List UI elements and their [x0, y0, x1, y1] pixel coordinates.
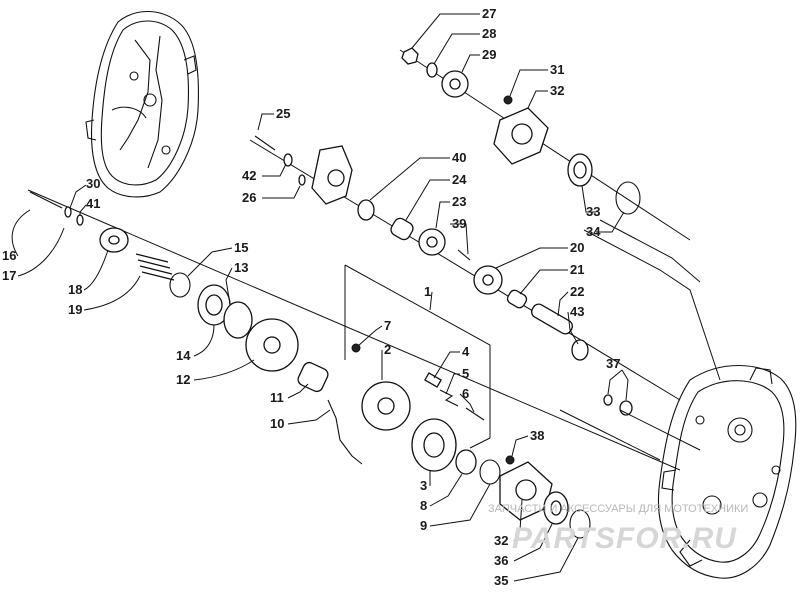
- bearing-8: [455, 449, 477, 475]
- bolt-25: [254, 135, 276, 151]
- label-22: 22: [570, 284, 584, 299]
- label-36: 36: [494, 553, 508, 568]
- label-16: 16: [2, 248, 16, 263]
- label-42: 42: [242, 168, 256, 183]
- label-23: 23: [452, 194, 466, 209]
- washer-28: [426, 62, 438, 78]
- main-shaft-assembly: [27, 189, 681, 539]
- label-27: 27: [482, 6, 496, 21]
- label-10: 10: [270, 416, 284, 431]
- ring-15: [169, 272, 191, 298]
- label-31: 31: [550, 62, 564, 77]
- bolt-16: [29, 191, 63, 209]
- label-18: 18: [68, 282, 82, 297]
- label-26: 26: [242, 190, 256, 205]
- ring-13: [223, 301, 253, 339]
- label-19: 19: [68, 302, 82, 317]
- label-1: 1: [424, 284, 431, 299]
- label-6: 6: [462, 386, 469, 401]
- label-11: 11: [270, 390, 284, 405]
- nut-38: [505, 455, 515, 465]
- label-41: 41: [86, 196, 100, 211]
- label-21: 21: [570, 262, 584, 277]
- label-3: 3: [420, 478, 427, 493]
- watermark-logo: PARTSFOR.RU: [512, 522, 737, 555]
- gear-11: [297, 361, 329, 393]
- label-34: 34: [586, 224, 601, 239]
- label-20: 20: [570, 240, 584, 255]
- snap-ring-35: [569, 509, 591, 539]
- bearing-24: [390, 217, 414, 241]
- spring-5: [439, 389, 459, 407]
- label-37: 37: [606, 356, 620, 371]
- washer-37a: [603, 394, 613, 406]
- label-9: 9: [420, 518, 427, 533]
- label-25: 25: [276, 106, 290, 121]
- bolt-31: [503, 95, 513, 105]
- assembly-lines: [559, 219, 721, 461]
- washer-9: [479, 459, 501, 485]
- label-7: 7: [384, 318, 391, 333]
- watermark-tagline: ЗАПЧАСТИ И АКСЕССУАРЫ ДЛЯ МОТОТЕХНИКИ: [488, 503, 748, 515]
- washer-30: [64, 206, 72, 218]
- pin-6: [465, 407, 485, 421]
- middle-shaft-assembly: [249, 135, 681, 401]
- label-4: 4: [462, 344, 470, 359]
- callout-labels: 27 28 29 31 32 25 42 26 40 24 23 39 33 3…: [2, 6, 620, 588]
- label-2: 2: [384, 342, 391, 357]
- spacer-40: [357, 199, 375, 221]
- chaincase-cover: [85, 11, 199, 198]
- label-32-upper: 32: [550, 83, 564, 98]
- label-15: 15: [234, 240, 248, 255]
- spacer-22: [530, 303, 574, 335]
- label-43: 43: [570, 304, 584, 319]
- label-30: 30: [86, 176, 100, 191]
- spacer-43: [571, 339, 589, 361]
- pin-39: [457, 249, 471, 261]
- label-5: 5: [462, 366, 469, 381]
- label-14: 14: [176, 348, 191, 363]
- part-4: [424, 372, 442, 388]
- nut-27: [401, 47, 419, 65]
- leader-lines: [11, 13, 629, 582]
- label-32-lower: 32: [494, 533, 508, 548]
- label-33: 33: [586, 204, 600, 219]
- chain-10: [327, 399, 363, 465]
- label-12: 12: [176, 372, 190, 387]
- label-8: 8: [420, 498, 427, 513]
- upper-shaft-assembly: [399, 47, 691, 241]
- label-40: 40: [452, 150, 466, 165]
- label-13: 13: [234, 260, 248, 275]
- label-35: 35: [494, 573, 508, 588]
- label-17: 17: [2, 268, 16, 283]
- watermark: ЗАПЧАСТИ И АКСЕССУАРЫ ДЛЯ МОТОТЕХНИКИ PA…: [488, 503, 748, 555]
- group-bracket-1: [344, 264, 491, 449]
- washer-26: [298, 174, 306, 186]
- washer-41: [76, 214, 84, 226]
- label-28: 28: [482, 26, 496, 41]
- label-29: 29: [482, 47, 496, 62]
- label-38: 38: [530, 428, 544, 443]
- snap-ring-34: [615, 181, 641, 215]
- label-39: 39: [452, 216, 466, 231]
- washer-42: [283, 153, 293, 167]
- label-24: 24: [452, 172, 467, 187]
- spring-19: [135, 253, 175, 281]
- gearcase-housing: [657, 365, 797, 579]
